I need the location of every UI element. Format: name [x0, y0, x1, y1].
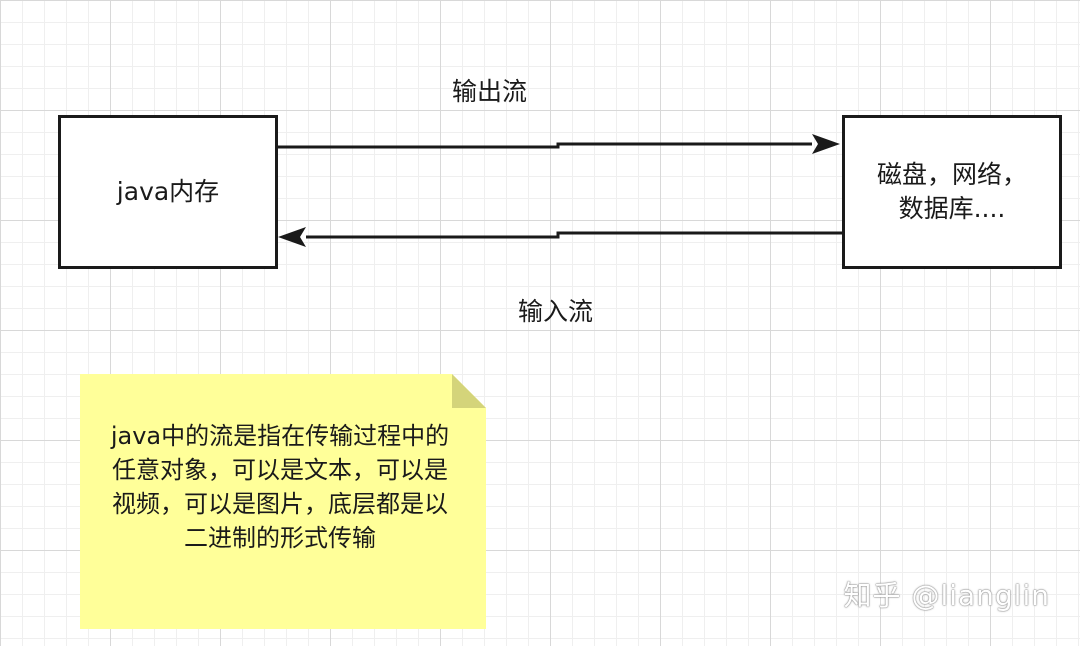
sticky-note: java中的流是指在传输过程中的任意对象，可以是文本，可以是视频，可以是图片，底… — [80, 374, 486, 629]
storage-box: 磁盘，网络， 数据库.... — [842, 115, 1062, 269]
input-arrowhead-icon — [278, 227, 306, 247]
zhihu-watermark: 知乎 @lianglin — [843, 579, 1050, 612]
sticky-note-fold-icon — [452, 374, 486, 408]
storage-label: 磁盘，网络， 数据库.... — [876, 160, 1027, 223]
output-stream-label: 输出流 — [452, 77, 528, 106]
sticky-note-text: java中的流是指在传输过程中的任意对象，可以是文本，可以是视频，可以是图片，底… — [110, 422, 450, 552]
input-stream-label: 输入流 — [518, 297, 594, 326]
sticky-note-shape — [80, 374, 486, 629]
sticky-note-body — [80, 374, 486, 629]
java-memory-label: java内存 — [116, 177, 220, 206]
input-stream-arrow — [306, 231, 842, 239]
java-memory-box: java内存 — [58, 115, 278, 269]
output-stream-arrow — [278, 142, 812, 149]
output-arrowhead-icon — [812, 134, 840, 154]
